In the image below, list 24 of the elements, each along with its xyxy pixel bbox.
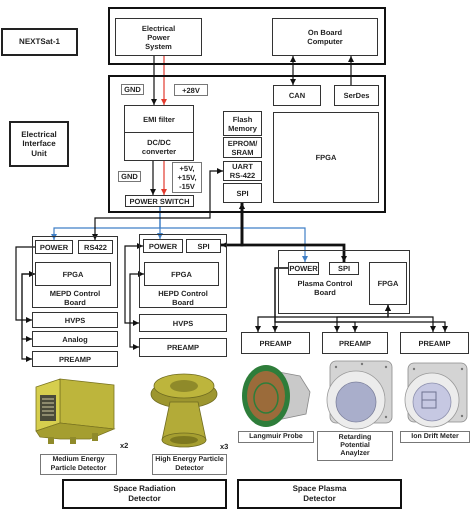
connector-arrow (15, 246, 35, 323)
satellite-bus-frame (108, 7, 386, 65)
connector-arrow (161, 161, 167, 195)
connector-arrow (385, 305, 436, 332)
connector-arrow (151, 56, 157, 105)
control-board-frame (139, 234, 227, 308)
connector-arrow (239, 203, 347, 262)
connector-arrow (92, 168, 223, 240)
connector-arrow (159, 207, 308, 262)
detector-group-box: Space Radiation Detector (62, 479, 227, 509)
control-board-frame (32, 236, 118, 308)
connector-arrow (150, 161, 156, 195)
connector-arrow (290, 56, 296, 85)
connector-arrow (161, 56, 167, 105)
interface-unit-frame (108, 75, 386, 213)
connector-arrow (348, 56, 354, 85)
control-board-frame (278, 250, 410, 314)
connector-arrow (124, 243, 143, 326)
unit-name-box: Electrical Interface Unit (9, 121, 69, 167)
satellite-name-box: NEXTSat-1 (1, 28, 78, 56)
connector-arrow (21, 271, 35, 362)
connector-arrow (274, 267, 448, 332)
detector-group-box: Space Plasma Detector (237, 479, 402, 509)
connector-arrow (129, 271, 144, 350)
